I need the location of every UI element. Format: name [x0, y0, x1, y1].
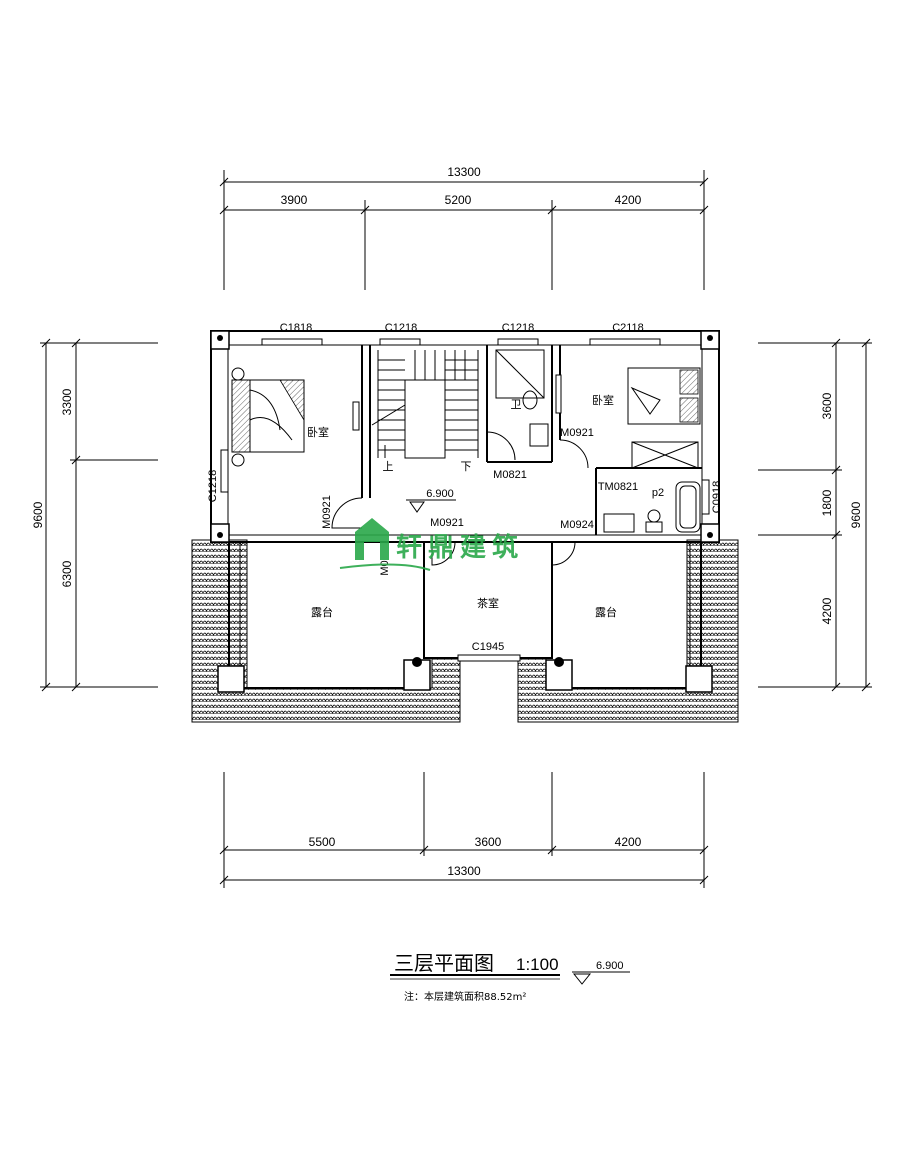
door-label-m0921-hall: M0921 [430, 517, 464, 529]
watermark-text: 轩鼎建筑 [396, 532, 524, 563]
column-marks [217, 335, 713, 667]
bottom-dim-1: 5500 [309, 835, 336, 849]
room-label-terrace-left: 露台 [311, 605, 333, 619]
room-label-bedroom-right: 卧室 [592, 393, 614, 407]
door-label-m0821: M0821 [493, 469, 527, 481]
walls [210, 330, 720, 693]
left-dim-1: 3300 [60, 388, 74, 415]
title-elevation: 6.900 [596, 960, 624, 972]
roof-tiles [191, 539, 739, 723]
stairs-up-label: 上 [383, 460, 394, 473]
room-label-p2: p2 [652, 487, 664, 499]
right-total-dim: 9600 [849, 501, 863, 528]
door-label-tm0821: TM0821 [598, 481, 638, 493]
watermark-logo [339, 518, 431, 571]
bottom-dim-2: 3600 [475, 835, 502, 849]
door-swings [331, 431, 620, 566]
right-dimension-lines [758, 338, 872, 692]
right-dim-2: 1800 [820, 489, 834, 516]
top-total-dim: 13300 [447, 165, 481, 179]
room-label-terrace-right: 露台 [595, 605, 617, 619]
top-dimension-lines [219, 170, 709, 290]
left-total-dim: 9600 [31, 501, 45, 528]
left-dimension-lines [40, 338, 158, 692]
top-dim-3: 4200 [615, 193, 642, 207]
area-note: 注：本层建筑面积88.52m² [404, 990, 526, 1003]
window-label-c1218-side: C1218 [207, 470, 219, 502]
window-label-c1818: C1818 [280, 322, 312, 334]
window-label-c1945: C1945 [472, 641, 504, 653]
bottom-total-dim: 13300 [447, 864, 481, 878]
elevation-label: 6.900 [426, 488, 454, 500]
elevation-marker [406, 499, 456, 513]
room-label-bath: 卫 [511, 398, 522, 411]
bottom-dim-3: 4200 [615, 835, 642, 849]
door-label-m0: M0 [379, 560, 391, 575]
furniture [231, 349, 701, 533]
right-dim-1: 3600 [820, 392, 834, 419]
door-label-m0921-left: M0921 [321, 495, 333, 529]
door-label-m0921-right: M0921 [560, 427, 594, 439]
window-label-c1218-a: C1218 [385, 322, 417, 334]
drawing-title: 三层平面图 [394, 951, 494, 975]
drawing-scale: 1:100 [516, 955, 559, 974]
door-label-m0924: M0924 [560, 519, 594, 531]
window-label-c0918: C0918 [711, 481, 723, 513]
top-dim-1: 3900 [281, 193, 308, 207]
staircase [371, 350, 479, 459]
right-dim-3: 4200 [820, 597, 834, 624]
room-label-bedroom-left: 卧室 [307, 425, 329, 439]
title-block [390, 971, 630, 985]
bottom-dimension-lines [219, 772, 709, 888]
room-label-tea-room: 茶室 [477, 596, 499, 610]
left-dim-2: 6300 [60, 560, 74, 587]
top-dim-2: 5200 [445, 193, 472, 207]
stairs-down-label: 下 [461, 460, 472, 473]
window-label-c1218-b: C1218 [502, 322, 534, 334]
window-marks [220, 338, 710, 662]
window-label-c2118: C2118 [612, 322, 644, 334]
